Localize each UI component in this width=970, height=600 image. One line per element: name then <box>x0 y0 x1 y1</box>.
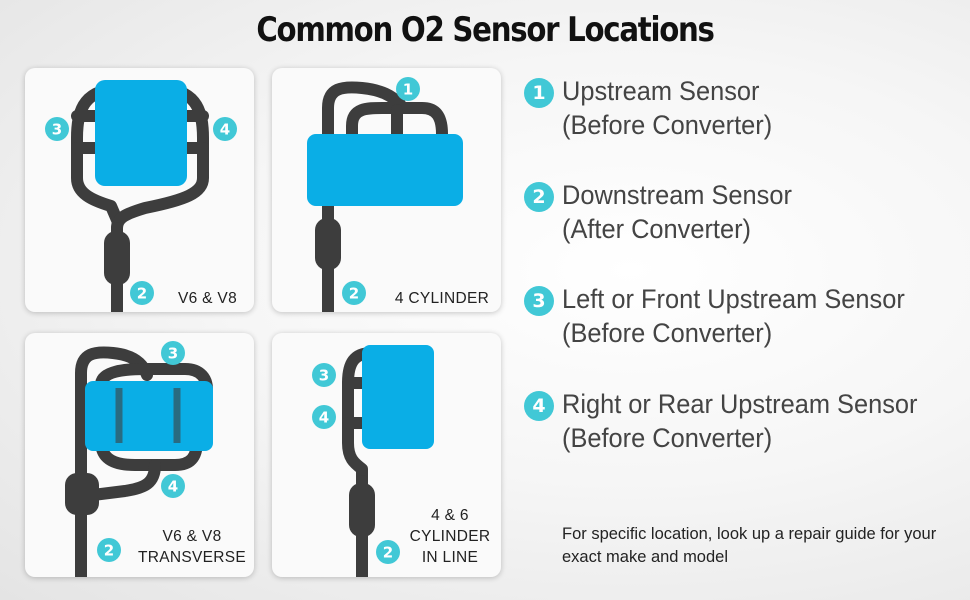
diagram-panel-v6-v8-transverse: 3 4 2 V6 & V8 TRANSVERSE <box>25 333 254 577</box>
legend-subtitle: (Before Converter) <box>562 318 773 348</box>
badge-4: 4 <box>213 117 237 141</box>
page-title: Common O2 Sensor Locations <box>256 10 715 50</box>
svg-text:2: 2 <box>137 285 147 303</box>
svg-text:3: 3 <box>52 121 62 139</box>
badge-4: 4 <box>312 405 336 429</box>
svg-text:4: 4 <box>319 409 329 427</box>
transverse-exhaust-diagram: 3 4 2 <box>65 341 213 577</box>
legend-badge: 3 <box>524 286 554 316</box>
svg-text:1: 1 <box>403 81 413 99</box>
engine-block <box>95 80 187 186</box>
legend-badge: 1 <box>524 78 554 108</box>
badge-2: 2 <box>130 281 154 305</box>
badge-3: 3 <box>45 117 69 141</box>
badge-2: 2 <box>97 538 121 562</box>
svg-text:4: 4 <box>168 478 178 496</box>
engine-block-overlay-lines <box>115 388 181 443</box>
catalytic-converter <box>315 218 341 270</box>
v6-v8-exhaust-diagram: 3 4 2 <box>45 80 237 312</box>
diagram-panel-4-cylinder: 1 2 4 CYLINDER <box>272 68 501 312</box>
svg-text:2: 2 <box>349 285 359 303</box>
catalytic-converter <box>349 483 375 537</box>
legend-subtitle: (After Converter) <box>562 214 751 244</box>
panel-label: V6 & V8 TRANSVERSE <box>137 528 247 566</box>
badge-2: 2 <box>376 540 400 564</box>
catalytic-converter <box>65 473 99 515</box>
4-cylinder-exhaust-diagram: 1 2 <box>307 77 463 312</box>
legend-badge: 4 <box>524 391 554 421</box>
legend-title: Upstream Sensor <box>562 76 760 106</box>
badge-2: 2 <box>342 281 366 305</box>
panel-label: 4 CYLINDER <box>394 290 490 307</box>
manifold-outer-pipe <box>322 81 406 202</box>
badge-4: 4 <box>161 474 185 498</box>
badge-1: 1 <box>396 77 420 101</box>
engine-block <box>307 134 463 206</box>
engine-block <box>85 381 213 451</box>
svg-text:3: 3 <box>319 367 329 385</box>
diagram-panel-v6-v8: 3 4 2 V6 & V8 <box>25 68 254 312</box>
rear-manifold-pipe <box>87 459 161 501</box>
panel-label: 4 & 6 CYLINDER IN LINE <box>409 507 491 566</box>
manifold-pipe <box>342 347 378 487</box>
diagram-panel-inline: 3 4 2 4 & 6 CYLINDER IN LINE <box>272 333 501 577</box>
inline-exhaust-diagram: 3 4 2 <box>312 345 434 577</box>
right-manifold-pipe <box>111 82 209 234</box>
svg-text:4: 4 <box>220 121 230 139</box>
front-manifold-loop <box>95 363 213 395</box>
svg-text:2: 2 <box>104 542 114 560</box>
legend-badge: 2 <box>524 182 554 212</box>
legend-subtitle: (Before Converter) <box>562 110 773 140</box>
catalytic-converter <box>104 231 130 285</box>
engine-block <box>362 345 434 449</box>
legend-subtitle: (Before Converter) <box>562 423 773 453</box>
panel-label: V6 & V8 <box>178 290 237 307</box>
svg-text:3: 3 <box>168 345 178 363</box>
badge-3: 3 <box>312 363 336 387</box>
svg-text:2: 2 <box>383 544 393 562</box>
legend-title: Right or Rear Upstream Sensor <box>562 389 918 419</box>
manifold-inner-loop <box>346 102 448 140</box>
badge-3: 3 <box>161 341 185 365</box>
legend-title: Left or Front Upstream Sensor <box>562 284 905 314</box>
legend-title: Downstream Sensor <box>562 180 792 210</box>
footnote: For specific location, look up a repair … <box>562 525 937 566</box>
